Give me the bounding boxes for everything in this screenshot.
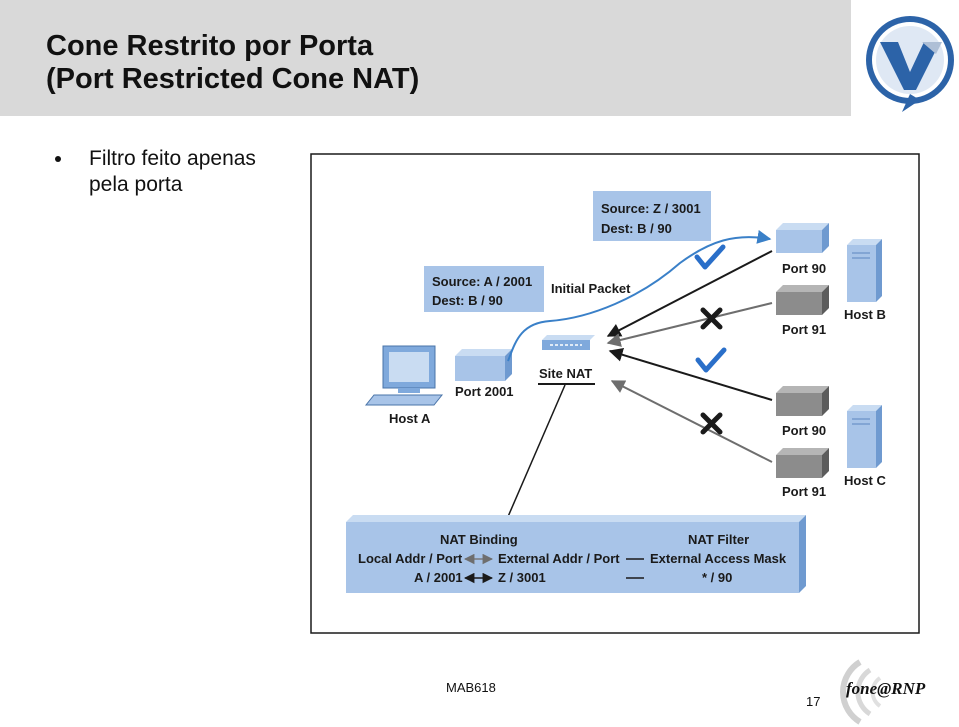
host-c-port-91-label: Port 91 [782,484,826,499]
external-access-mask-label: External Access Mask [650,551,787,566]
host-c-server-icon [847,405,882,468]
title-line-2: (Port Restricted Cone NAT) [46,63,420,95]
host-c-port-90-label: Port 90 [782,423,826,438]
host-c-label: Host C [844,473,887,488]
initial-packet-path [507,229,772,362]
host-a-computer-icon [364,345,444,406]
source-box-1-line1: Source: A / 2001 [432,274,532,289]
cross-icon-b-91 [700,307,723,330]
title-line-1: Cone Restrito por Porta [46,30,374,62]
reply-arrow-c-91 [610,380,773,463]
title-bar [0,0,851,116]
host-a-label: Host A [389,411,431,426]
cross-icon-c-91 [700,412,723,435]
slide-title: Cone Restrito por Porta (Port Restricted… [46,30,419,96]
external-addr-port-label: External Addr / Port [498,551,620,566]
external-value: Z / 3001 [498,570,546,585]
mask-value: * / 90 [702,570,732,585]
reply-arrow-b-90 [606,250,773,337]
host-b-port-91-box-icon [776,285,829,315]
page-number: 17 [806,694,821,709]
source-box-1-line2: Dest: B / 90 [432,293,503,308]
source-box-2: Source: Z / 3001 Dest: B / 90 [593,191,711,241]
nat-table: NAT Binding NAT Filter Local Addr / Port… [346,515,806,593]
check-icon-c-90 [695,347,727,373]
port-2001-box-icon [455,349,512,381]
source-box-1: Source: A / 2001 Dest: B / 90 [424,266,544,312]
nat-filter-header: NAT Filter [688,532,749,547]
initial-packet-label: Initial Packet [551,281,631,296]
host-b-label: Host B [844,307,886,322]
nat-binding-header: NAT Binding [440,532,518,547]
host-b-server-icon [847,239,882,302]
course-code: MAB618 [446,680,496,695]
site-nat-label: Site NAT [539,366,592,381]
nat-diagram: Source: A / 2001 Dest: B / 90 Source: Z … [310,153,920,634]
site-nat-to-table-line [506,384,566,520]
source-box-2-line1: Source: Z / 3001 [601,201,701,216]
site-nat-router-icon [542,335,595,350]
reply-arrow-b-91 [606,302,773,347]
fone-rnp-logo-icon: fone@RNP [840,659,926,725]
port-2001-label: Port 2001 [455,384,514,399]
local-value: A / 2001 [414,570,463,585]
vsi-logo-icon [866,16,954,112]
source-box-2-line2: Dest: B / 90 [601,221,672,236]
reply-arrow-c-90 [608,347,773,401]
host-c-port-90-box-icon [776,386,829,416]
bullet-dot [55,156,61,162]
host-b-port-91-label: Port 91 [782,322,826,337]
bullet-text: Filtro feito apenas pela porta [89,147,256,196]
local-addr-port-label: Local Addr / Port [358,551,463,566]
check-icon-b-90 [694,244,726,270]
host-b-port-90-box-icon [776,223,829,253]
host-b-port-90-label: Port 90 [782,261,826,276]
fone-rnp-logo-text: fone@RNP [846,679,926,698]
host-c-port-91-box-icon [776,448,829,478]
